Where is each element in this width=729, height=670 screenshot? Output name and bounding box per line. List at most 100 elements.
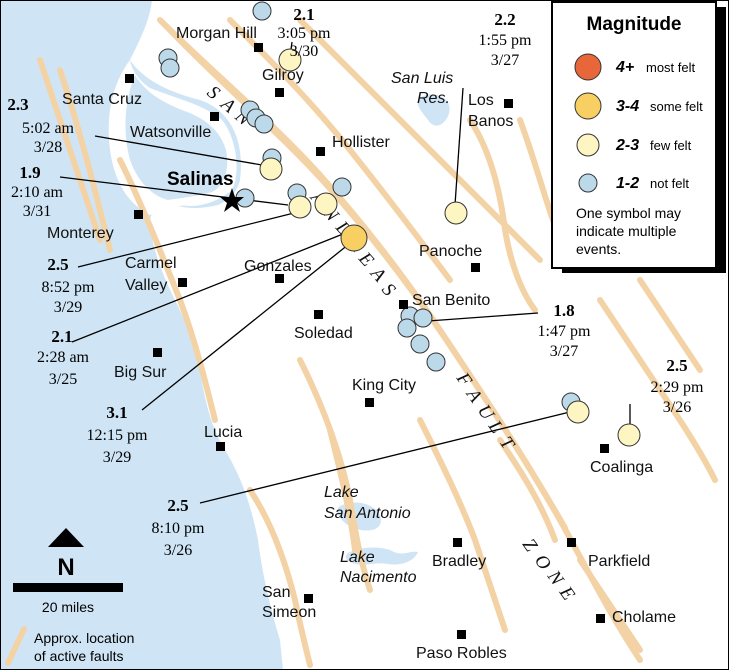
city-label: Valley (125, 277, 167, 294)
quake-1-2 (413, 308, 433, 328)
quake-time: 2:10 am (11, 184, 64, 201)
quake-2-3 (259, 157, 283, 181)
city-label: Paso Robles (416, 645, 507, 662)
legend-swatch (574, 53, 602, 81)
fault-zone-label: S A N A N D R E A S F A U L T Z O N E (203, 82, 580, 605)
quake-date: 3/25 (49, 371, 77, 388)
legend-note: indicate multiple (576, 223, 677, 239)
legend-desc: some felt (650, 99, 703, 114)
fault-lines (37, 17, 718, 668)
lake-label: Nacimento (340, 569, 417, 586)
city-label: Banos (468, 113, 513, 130)
fault-letter: S (377, 279, 400, 301)
city-label: Los (468, 92, 494, 109)
quake-time: 1:47 pm (538, 323, 591, 340)
city-label: Lucia (204, 424, 242, 441)
legend-range: 3-4 (616, 98, 639, 115)
quake-1-2 (426, 352, 446, 372)
quake-magnitude: 3.1 (106, 403, 127, 422)
legend-desc: few felt (650, 138, 692, 153)
city-label: San Benito (412, 292, 490, 309)
quake-time: 8:10 pm (152, 520, 205, 537)
legend-swatch (578, 173, 598, 193)
fault-key-label: of active faults (34, 648, 124, 664)
city-markers (125, 43, 609, 639)
lake-labels: San Luis Res. Lake San Antonio Lake Naci… (324, 70, 453, 586)
lake-label: Lake (324, 484, 359, 501)
quake-symbols (158, 1, 641, 447)
fault-letter: E (554, 582, 579, 605)
quake-time: 2:29 pm (651, 379, 704, 396)
city-label: Monterey (47, 225, 114, 242)
monterey-bay-water (125, 75, 228, 200)
quake-date: 3/26 (663, 399, 691, 416)
quake-2-3 (314, 192, 338, 216)
quake-date: 3/27 (491, 52, 519, 69)
quake-magnitude: 2.5 (47, 255, 68, 274)
city-label: Panoche (419, 243, 482, 260)
legend-swatch (574, 92, 602, 120)
quake-magnitude: 1.9 (19, 163, 40, 182)
legend-note: One symbol may (576, 205, 681, 221)
quake-magnitude: 2.1 (293, 5, 314, 24)
quake-1-2 (397, 318, 417, 338)
quake-time: 12:15 pm (87, 427, 148, 444)
quake-time: 3:05 pm (278, 25, 331, 42)
quake-date: 3/29 (103, 449, 131, 466)
quake-date: 3/28 (34, 139, 62, 156)
legend-swatch (576, 133, 600, 157)
quake-date: 3/27 (550, 343, 578, 360)
lake-label: San Antonio (324, 505, 411, 522)
quake-magnitude: 2.5 (666, 356, 687, 375)
city-label: Hollister (332, 134, 390, 151)
quake-2-3 (288, 195, 312, 219)
city-label: Santa Cruz (62, 91, 142, 108)
legend-note: events. (576, 241, 621, 257)
quake-2-3 (444, 201, 468, 225)
scale-bar: 20 miles (13, 583, 123, 615)
city-label: Watsonville (130, 124, 211, 141)
magnitude-legend: Magnitude 4+ most felt 3-4 some felt 2-3… (551, 1, 726, 273)
city-label: Morgan Hill (176, 25, 257, 42)
quake-date: 3/31 (23, 203, 51, 220)
north-arrow: N (48, 528, 84, 581)
quake-3-4 (340, 224, 368, 252)
quake-1-2 (332, 177, 352, 197)
quake-1-2 (252, 1, 272, 21)
quake-1-2 (410, 334, 430, 354)
city-labels: Morgan Hill Gilroy Santa Cruz Watsonvill… (47, 25, 676, 662)
city-label: Coalinga (590, 459, 653, 476)
city-label: San (262, 584, 290, 601)
legend-range: 4+ (615, 59, 634, 76)
city-label: Carmel (125, 255, 177, 272)
quake-1-2 (160, 58, 180, 78)
quake-2-3 (617, 423, 641, 447)
city-label: Soledad (294, 325, 353, 342)
quake-2-3 (566, 400, 590, 424)
city-label: Bradley (432, 553, 486, 570)
legend-desc: most felt (646, 60, 696, 75)
quake-callouts: 2.1 3:05 pm 3/30 2.2 1:55 pm 3/27 2.3 5:… (7, 5, 704, 559)
quake-date: 3/29 (54, 299, 82, 316)
city-label: Big Sur (114, 364, 167, 381)
san-luis-reservoir (417, 94, 450, 126)
quake-magnitude: 2.3 (7, 95, 28, 114)
quake-date: 3/26 (164, 542, 192, 559)
fault-letter: F (451, 368, 476, 391)
legend-box (551, 1, 717, 269)
quake-time: 1:55 pm (479, 32, 532, 49)
lake-label: Res. (417, 90, 450, 107)
salinas-star-icon (220, 188, 244, 212)
lake-label: Lake (340, 549, 375, 566)
quake-2-3 (278, 48, 302, 72)
quake-time: 2:28 am (37, 349, 90, 366)
scale-label: 20 miles (42, 599, 94, 615)
quake-time: 5:02 am (22, 120, 75, 137)
fault-letter: S (203, 82, 225, 105)
fault-key-label: Approx. location (34, 630, 134, 646)
legend-desc: not felt (650, 176, 689, 191)
legend-range: 2-3 (615, 137, 639, 154)
quake-magnitude: 2.5 (167, 496, 188, 515)
